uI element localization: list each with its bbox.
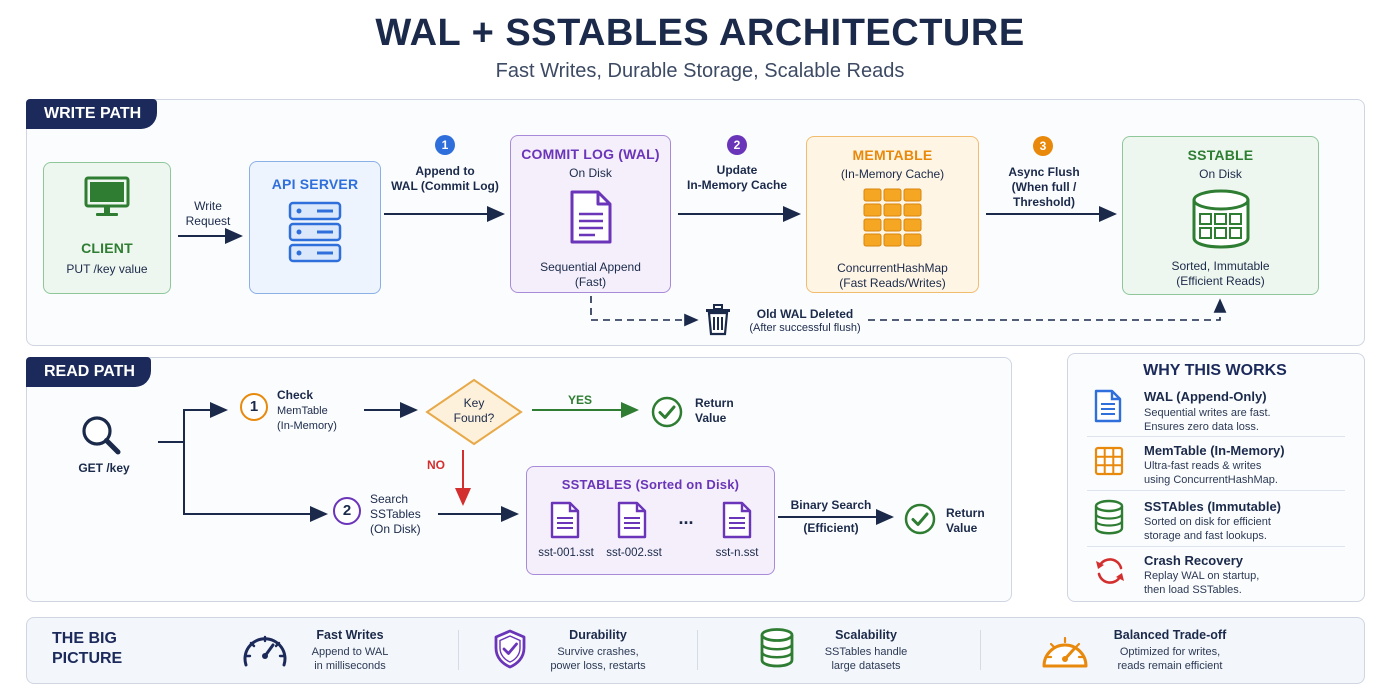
big-picture-item-desc: Optimized for writes, reads remain effic… bbox=[1117, 646, 1223, 672]
page-subtitle: Fast Writes, Durable Storage, Scalable R… bbox=[495, 60, 905, 82]
why-item-title: MemTable (In-Memory) bbox=[1144, 443, 1285, 458]
client-title: CLIENT bbox=[81, 240, 133, 256]
why-item-title: Crash Recovery bbox=[1144, 553, 1243, 568]
sstable-box: SSTABLE On Disk Sorted, Immutable (Effic… bbox=[1122, 136, 1319, 295]
commit-log-sub: On Disk bbox=[569, 166, 612, 180]
step-1-badge: 1 bbox=[435, 135, 455, 155]
sstable-title: SSTABLE bbox=[1187, 147, 1254, 163]
refresh-icon bbox=[1096, 558, 1124, 584]
sstables-title: SSTABLES (Sorted on Disk) bbox=[561, 477, 740, 492]
shield-icon bbox=[494, 629, 526, 669]
big-picture-item-title: Balanced Trade-off bbox=[1113, 628, 1227, 642]
big-picture-item-title: Fast Writes bbox=[316, 628, 384, 642]
divider bbox=[697, 630, 698, 670]
database-icon bbox=[760, 628, 794, 668]
why-item-desc: Ultra-fast reads & writes using Concurre… bbox=[1144, 460, 1278, 486]
read-step-1-badge: 1 bbox=[240, 393, 268, 421]
database-icon bbox=[1094, 499, 1124, 535]
memtable-box: MEMTABLE (In-Memory Cache) ConcurrentHas… bbox=[806, 136, 979, 293]
search-sstables-label: Search SSTables (On Disk) bbox=[370, 492, 421, 536]
return-value-1: Return Value bbox=[695, 396, 734, 425]
document-icon bbox=[617, 501, 647, 539]
api-server-box: API SERVER bbox=[249, 161, 381, 294]
divider bbox=[458, 630, 459, 670]
check-circle-icon bbox=[651, 396, 683, 428]
server-icon bbox=[288, 201, 342, 263]
divider bbox=[980, 630, 981, 670]
step-2-label: Update In-Memory Cache bbox=[686, 163, 788, 192]
big-picture-item-title: Durability bbox=[569, 628, 627, 642]
why-item-desc: Sequential writes are fast. Ensures zero… bbox=[1144, 407, 1271, 433]
commit-log-title: COMMIT LOG (WAL) bbox=[521, 146, 660, 162]
memtable-title: MEMTABLE bbox=[852, 147, 933, 163]
big-picture-item-desc: Survive crashes, power loss, restarts bbox=[550, 646, 646, 672]
yes-label: YES bbox=[567, 393, 592, 407]
document-icon bbox=[570, 190, 611, 244]
document-icon bbox=[722, 501, 752, 539]
decision-diamond bbox=[425, 378, 523, 446]
divider bbox=[1087, 490, 1345, 491]
divider bbox=[1087, 546, 1345, 547]
old-wal-sub: (After successful flush) bbox=[749, 322, 861, 334]
document-icon bbox=[1094, 389, 1122, 423]
grid-icon bbox=[863, 188, 921, 247]
old-wal-title: Old WAL Deleted bbox=[756, 307, 854, 321]
step-2-badge: 2 bbox=[727, 135, 747, 155]
step-1-label: Append to WAL (Commit Log) bbox=[391, 164, 499, 193]
read-path-tag: READ PATH bbox=[26, 357, 151, 387]
decision-label: Key Found? bbox=[453, 396, 495, 425]
why-item-title: WAL (Append-Only) bbox=[1144, 389, 1267, 404]
no-label: NO bbox=[427, 458, 445, 472]
divider bbox=[1087, 436, 1345, 437]
api-server-title: API SERVER bbox=[271, 176, 359, 192]
step-3-label: Async Flush (When full / Threshold) bbox=[1008, 165, 1080, 209]
sst-file-n: sst-n.sst bbox=[715, 547, 759, 559]
why-title: WHY THIS WORKS bbox=[1143, 362, 1287, 379]
write-request-label: Write Request bbox=[185, 199, 231, 228]
database-icon bbox=[1192, 189, 1249, 249]
commit-log-desc: Sequential Append (Fast) bbox=[540, 260, 641, 289]
monitor-icon bbox=[84, 176, 130, 216]
sstables-ellipsis: ... bbox=[678, 508, 694, 528]
write-path-tag: WRITE PATH bbox=[26, 99, 158, 129]
big-picture-panel bbox=[26, 617, 1365, 684]
return-value-2: Return Value bbox=[946, 506, 985, 535]
big-picture-item-desc: SSTables handle large datasets bbox=[824, 646, 908, 672]
binary-search-sub: (Efficient) bbox=[803, 521, 859, 535]
why-item-title: SSTAbles (Immutable) bbox=[1144, 499, 1282, 514]
gauge-icon bbox=[1042, 636, 1088, 668]
big-picture-item-desc: Append to WAL in milliseconds bbox=[311, 646, 389, 672]
search-icon bbox=[82, 416, 121, 455]
client-box: CLIENT PUT /key value bbox=[43, 162, 171, 294]
check-circle-icon bbox=[904, 503, 936, 535]
big-picture-title: THE BIG PICTURE bbox=[52, 630, 123, 667]
big-picture-item-title: Scalability bbox=[835, 628, 897, 642]
why-item-desc: Replay WAL on startup, then load SSTable… bbox=[1144, 570, 1260, 596]
grid-icon bbox=[1094, 446, 1124, 476]
sstable-sub: On Disk bbox=[1199, 167, 1242, 181]
why-item-desc: Sorted on disk for efficient storage and… bbox=[1144, 516, 1271, 542]
trash-icon bbox=[706, 304, 730, 336]
binary-search-title: Binary Search bbox=[790, 498, 872, 512]
commit-log-box: COMMIT LOG (WAL) On Disk Sequential Appe… bbox=[510, 135, 671, 293]
sst-file-2: sst-002.sst bbox=[606, 547, 662, 559]
sstable-desc: Sorted, Immutable (Efficient Reads) bbox=[1171, 259, 1270, 288]
page-title: WAL + SSTABLES ARCHITECTURE bbox=[375, 12, 1025, 54]
memtable-desc: ConcurrentHashMap (Fast Reads/Writes) bbox=[837, 261, 948, 290]
check-label: MemTable (In-Memory) bbox=[277, 405, 337, 432]
speedometer-icon bbox=[243, 635, 287, 667]
check-title: Check bbox=[277, 388, 314, 402]
memtable-sub: (In-Memory Cache) bbox=[840, 167, 945, 181]
read-step-2-badge: 2 bbox=[333, 497, 361, 525]
sst-file-1: sst-001.sst bbox=[538, 547, 594, 559]
client-desc: PUT /key value bbox=[66, 262, 148, 276]
document-icon bbox=[550, 501, 580, 539]
get-key-label: GET /key bbox=[78, 461, 130, 475]
step-3-badge: 3 bbox=[1033, 136, 1053, 156]
